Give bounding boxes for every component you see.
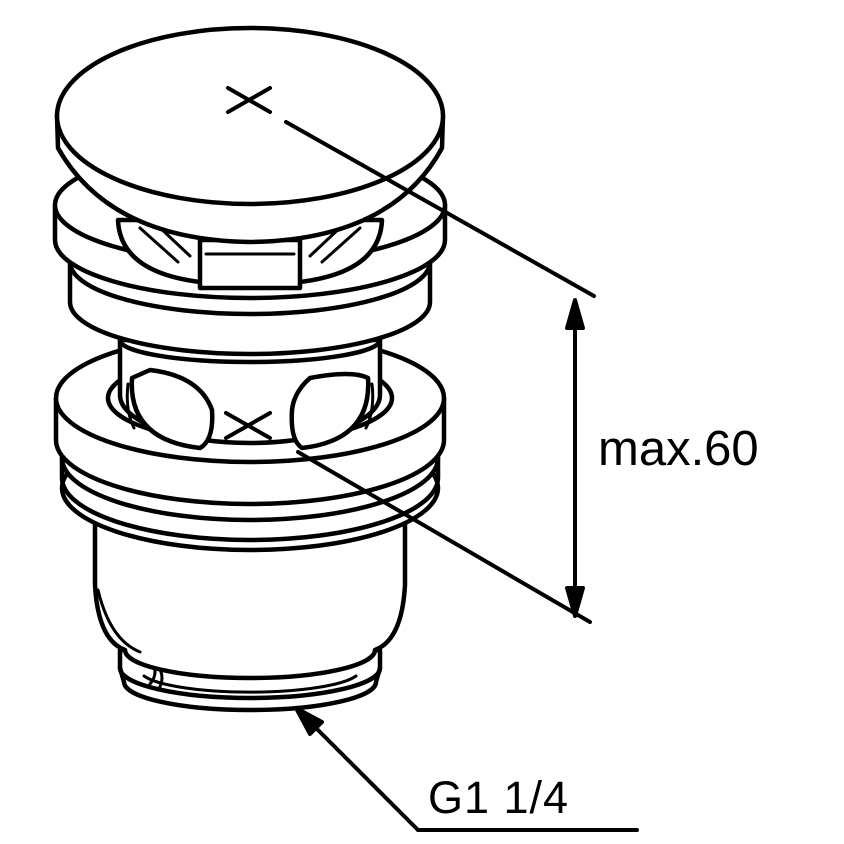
push-cap <box>54 25 446 245</box>
center-mark-top <box>226 86 272 114</box>
body-cylinder <box>92 502 408 681</box>
thread-size-label: G1 1/4 <box>428 772 570 823</box>
height-dimension <box>284 120 596 624</box>
height-dimension-label: max.60 <box>598 422 759 476</box>
thread-leader <box>294 706 639 832</box>
center-mark-bottom <box>224 411 272 440</box>
